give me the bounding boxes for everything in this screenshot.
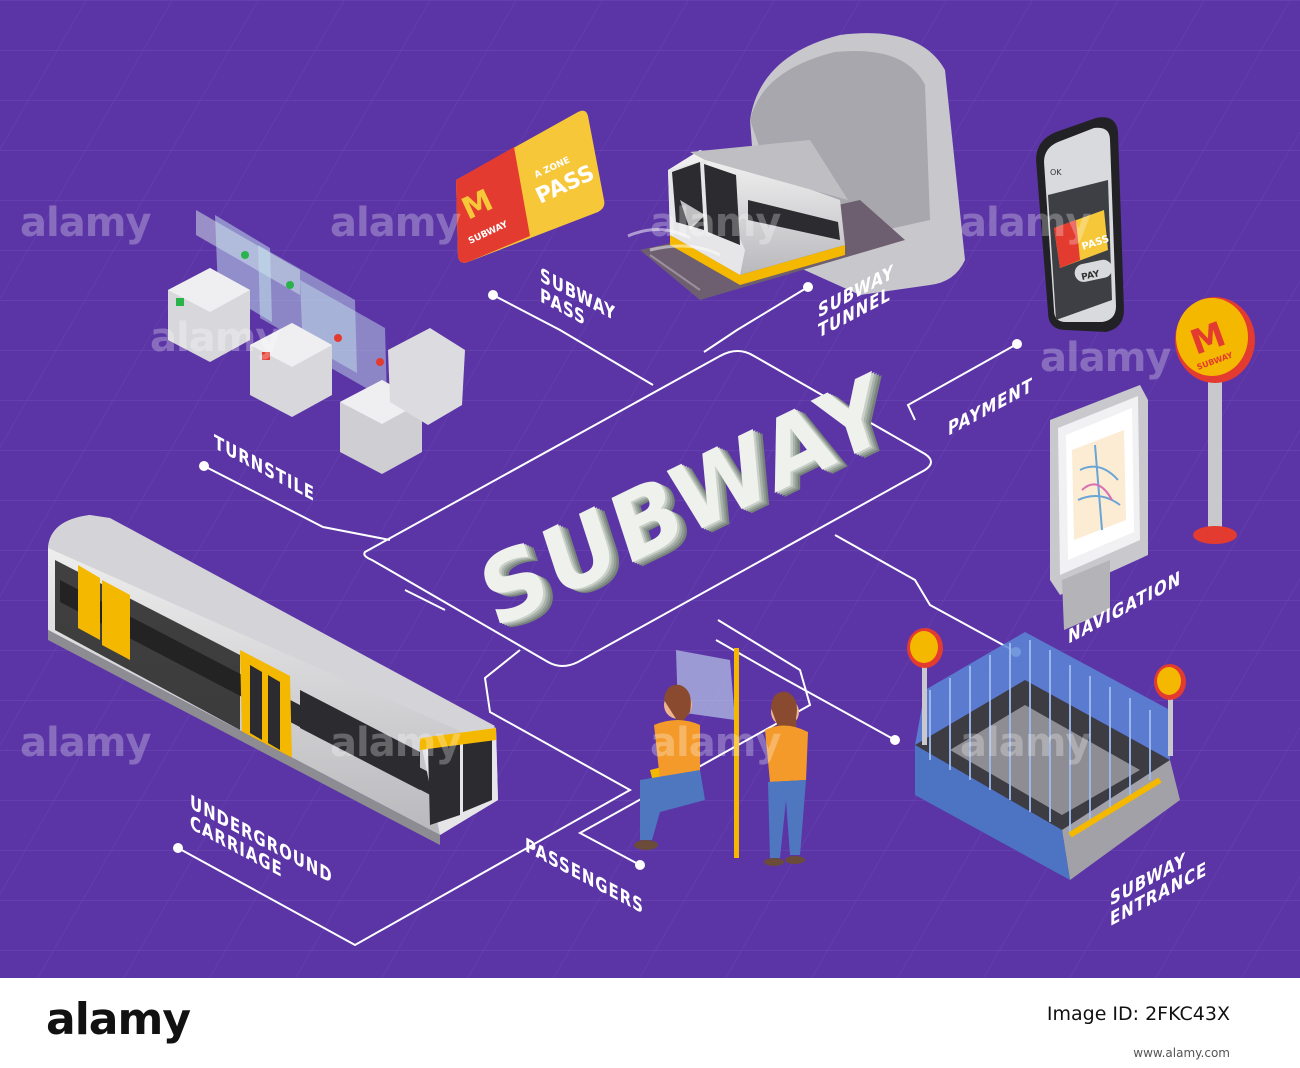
connector-subway-pass (492, 294, 654, 386)
connector-payment (906, 343, 1018, 421)
subway-entrance-illustration (907, 628, 1186, 880)
central-frame (363, 350, 932, 667)
watermark: alamy (960, 720, 1091, 766)
watermark: alamy (650, 200, 781, 246)
connector-subway-tunnel (703, 286, 809, 353)
connector-passengers (577, 619, 812, 866)
illustration-layer: M SUBWAY A ZONE PASS (0, 0, 1300, 978)
watermark: alamy (150, 315, 281, 361)
connector-turnstile (203, 465, 391, 541)
watermark: alamy (330, 720, 461, 766)
subway-pass-card: M SUBWAY A ZONE PASS (456, 110, 605, 263)
infographic-canvas: M SUBWAY A ZONE PASS (0, 0, 1300, 978)
connector-navigation (834, 534, 1017, 653)
watermark: alamy (1040, 335, 1171, 381)
watermark: alamy (650, 720, 781, 766)
underground-carriage-illustration (48, 515, 498, 845)
turnstile-illustration (168, 210, 465, 474)
watermark: alamy (20, 200, 151, 246)
subway-tunnel-illustration (627, 33, 965, 300)
footer-url: www.alamy.com (1133, 1046, 1230, 1060)
watermark: alamy (330, 200, 461, 246)
connector-underground-carriage (177, 649, 633, 947)
navigation-kiosk (1050, 385, 1148, 630)
stock-footer (0, 978, 1300, 1068)
payment-phone: OK PASS PAY (1036, 117, 1124, 332)
watermark: alamy (20, 720, 151, 766)
footer-logo: alamy (46, 994, 191, 1045)
phone-pay-button: PAY (1081, 269, 1102, 283)
footer-image-id: Image ID: 2FKC43X (1046, 1003, 1230, 1025)
subway-sign: M SUBWAY (1175, 297, 1255, 544)
watermark: alamy (960, 200, 1091, 246)
phone-ok: OK (1050, 168, 1062, 177)
passengers-illustration (634, 648, 808, 866)
